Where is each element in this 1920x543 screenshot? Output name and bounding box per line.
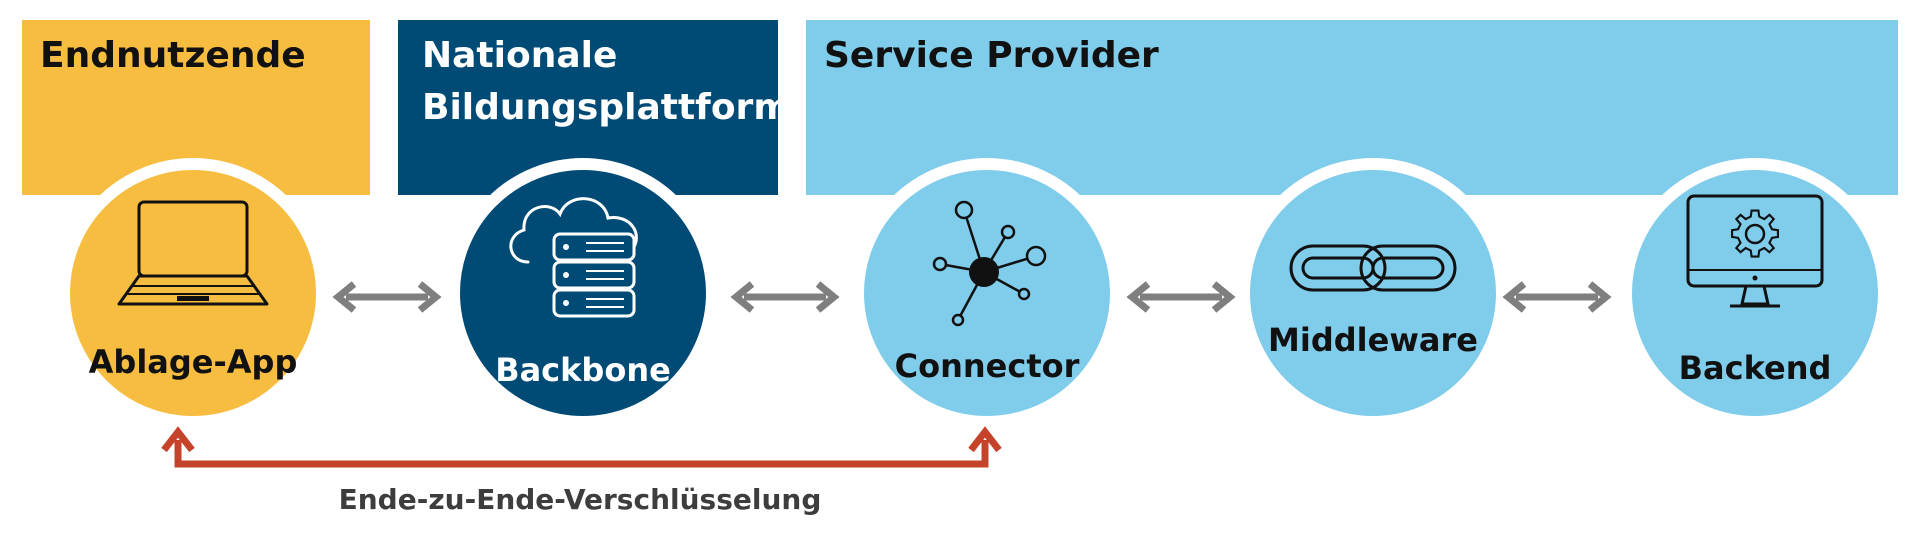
band-label-service-provider: Service Provider: [824, 35, 1159, 76]
node-label-middleware: Middleware: [1268, 321, 1478, 359]
node-label-ablage-app: Ablage-App: [88, 343, 298, 381]
band-label-endnutzende: Endnutzende: [40, 35, 306, 76]
node-label-connector: Connector: [894, 347, 1080, 385]
double-arrow-backbone-connector: [730, 281, 840, 313]
node-backend: Backend: [1620, 158, 1890, 428]
double-arrow-connector-middleware: [1126, 281, 1236, 313]
node-label-backbone: Backbone: [495, 351, 671, 389]
network-hub-icon: [932, 200, 1047, 327]
chain-link-icon: [1289, 244, 1457, 292]
node-connector: Connector: [852, 158, 1122, 428]
node-ablage-app: Ablage-App: [58, 158, 328, 428]
band-label-nationale-bildungsplattform: Nationale Bildungsplattform: [422, 35, 791, 128]
node-middleware: Middleware: [1238, 158, 1508, 428]
encryption-label: Ende-zu-Ende-Verschlüsselung: [338, 483, 822, 516]
node-backbone: Backbone: [448, 158, 718, 428]
double-arrow-app-backbone: [332, 281, 442, 313]
encryption-arrow: [161, 426, 1002, 468]
monitor-gear-icon: [1686, 194, 1824, 308]
node-label-backend: Backend: [1678, 349, 1832, 387]
laptop-icon: [117, 200, 269, 306]
double-arrow-middleware-backend: [1502, 281, 1612, 313]
band-nationale-bildungsplattform: Nationale Bildungsplattform: [398, 20, 791, 195]
cloud-server-icon: [509, 197, 638, 318]
